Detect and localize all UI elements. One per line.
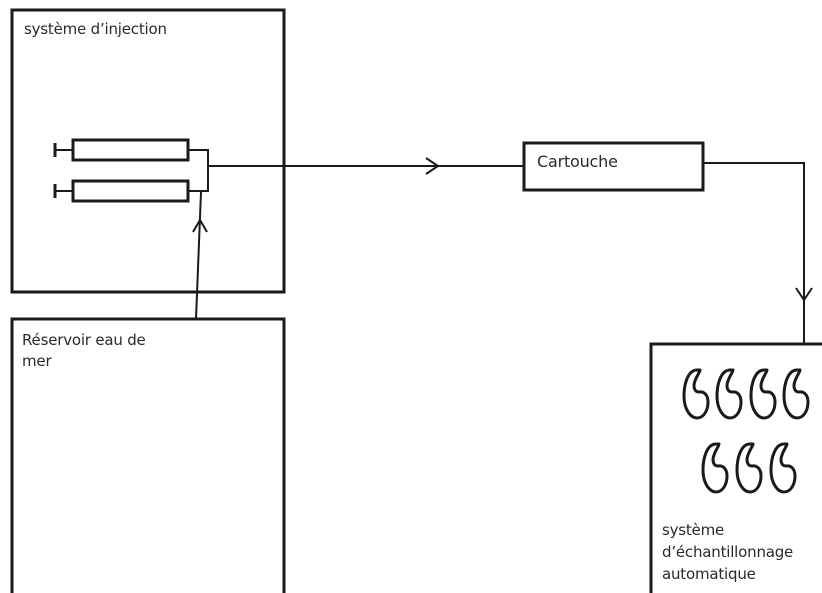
sample-vial-icon (682, 368, 810, 494)
arrow-head-right (425, 157, 440, 175)
sampler-box (649, 342, 822, 593)
injection-system-label: système d’injection (24, 20, 167, 38)
reservoir-box (10, 317, 286, 593)
syringe-icon (53, 179, 208, 203)
cartouche-label: Cartouche (537, 152, 618, 171)
flow-line-reservoir-to-injection (195, 191, 202, 320)
reservoir-label: Réservoir eau de mer (22, 331, 146, 370)
flow-line-cartouche-to-sampler (703, 162, 805, 344)
arrow-head-down (795, 287, 813, 302)
arrow-head-up (192, 218, 208, 233)
cartouche-box (522, 141, 705, 192)
sampler-label: système d’échantillonnage automatique (662, 521, 794, 583)
injection-system-box (10, 8, 286, 294)
syringe-icon (53, 138, 208, 162)
